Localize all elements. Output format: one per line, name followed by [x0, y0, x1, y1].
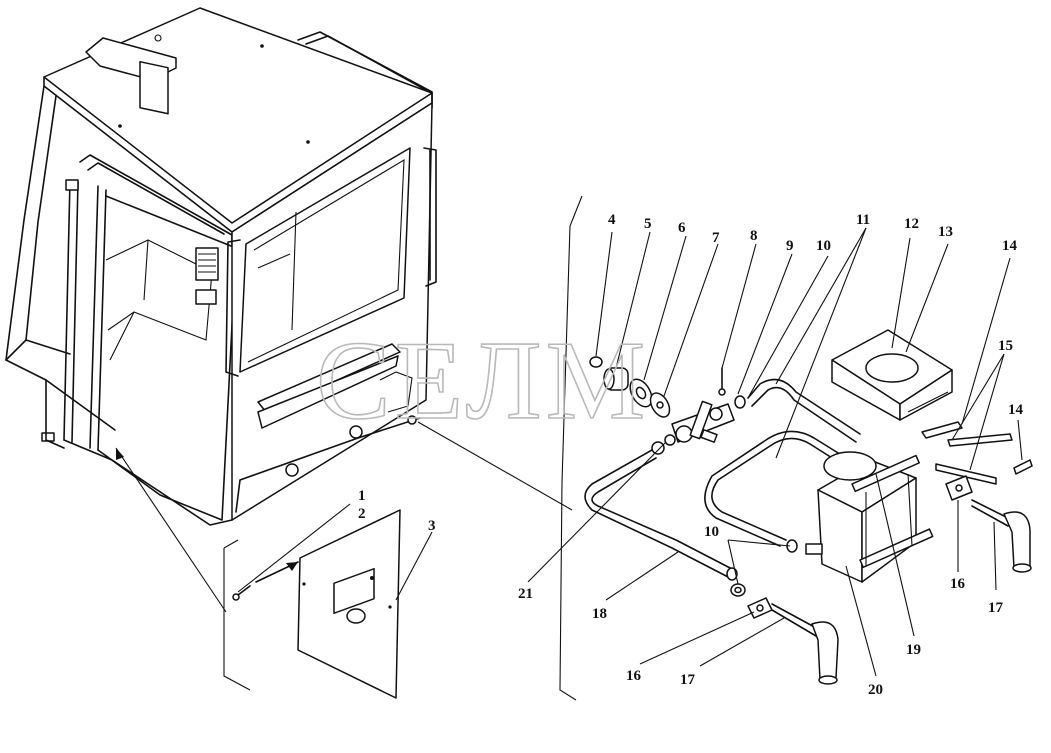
callout-17: 17 [988, 600, 1004, 616]
callout-15: 15 [998, 338, 1013, 354]
valve-assembly [664, 400, 735, 446]
callout-numbers: 1 2 3 4 5 6 7 8 9 10 10 11 12 13 14 14 1… [358, 212, 1024, 698]
heater-core [805, 451, 934, 583]
callout-leaders [395, 227, 1023, 677]
cab-grille [195, 247, 219, 281]
callout-2: 2 [358, 506, 366, 522]
callout-13: 13 [938, 224, 953, 240]
callout-14-lower: 14 [1008, 402, 1024, 418]
callout-7: 7 [712, 230, 720, 246]
callout-20: 20 [868, 682, 883, 698]
callout-4: 4 [608, 212, 616, 228]
callout-12: 12 [904, 216, 919, 232]
callout-5: 5 [644, 216, 652, 232]
callout-16-lower: 16 [626, 668, 642, 684]
callout-16: 16 [950, 576, 966, 592]
callout-10: 10 [816, 238, 831, 254]
callout-6: 6 [678, 220, 686, 236]
callout-1: 1 [358, 488, 366, 504]
callout-21: 21 [518, 586, 533, 602]
callout-3: 3 [428, 518, 436, 534]
callout-10-lower: 10 [704, 524, 719, 540]
side-window [239, 147, 411, 373]
callout-19: 19 [906, 642, 921, 658]
heater-parts [584, 329, 1033, 685]
callout-17-lower: 17 [680, 672, 696, 688]
callout-8: 8 [750, 228, 758, 244]
callout-9: 9 [786, 238, 794, 254]
access-panel-group [232, 509, 401, 699]
heater-shelf [257, 343, 401, 413]
roof-vent [139, 60, 169, 115]
callout-18: 18 [592, 606, 607, 622]
operator-cab [5, 7, 437, 526]
watermark: СЕЛМ [316, 319, 649, 443]
callout-11: 11 [856, 212, 870, 228]
callout-14: 14 [1002, 238, 1018, 254]
leader-lines [115, 195, 583, 701]
